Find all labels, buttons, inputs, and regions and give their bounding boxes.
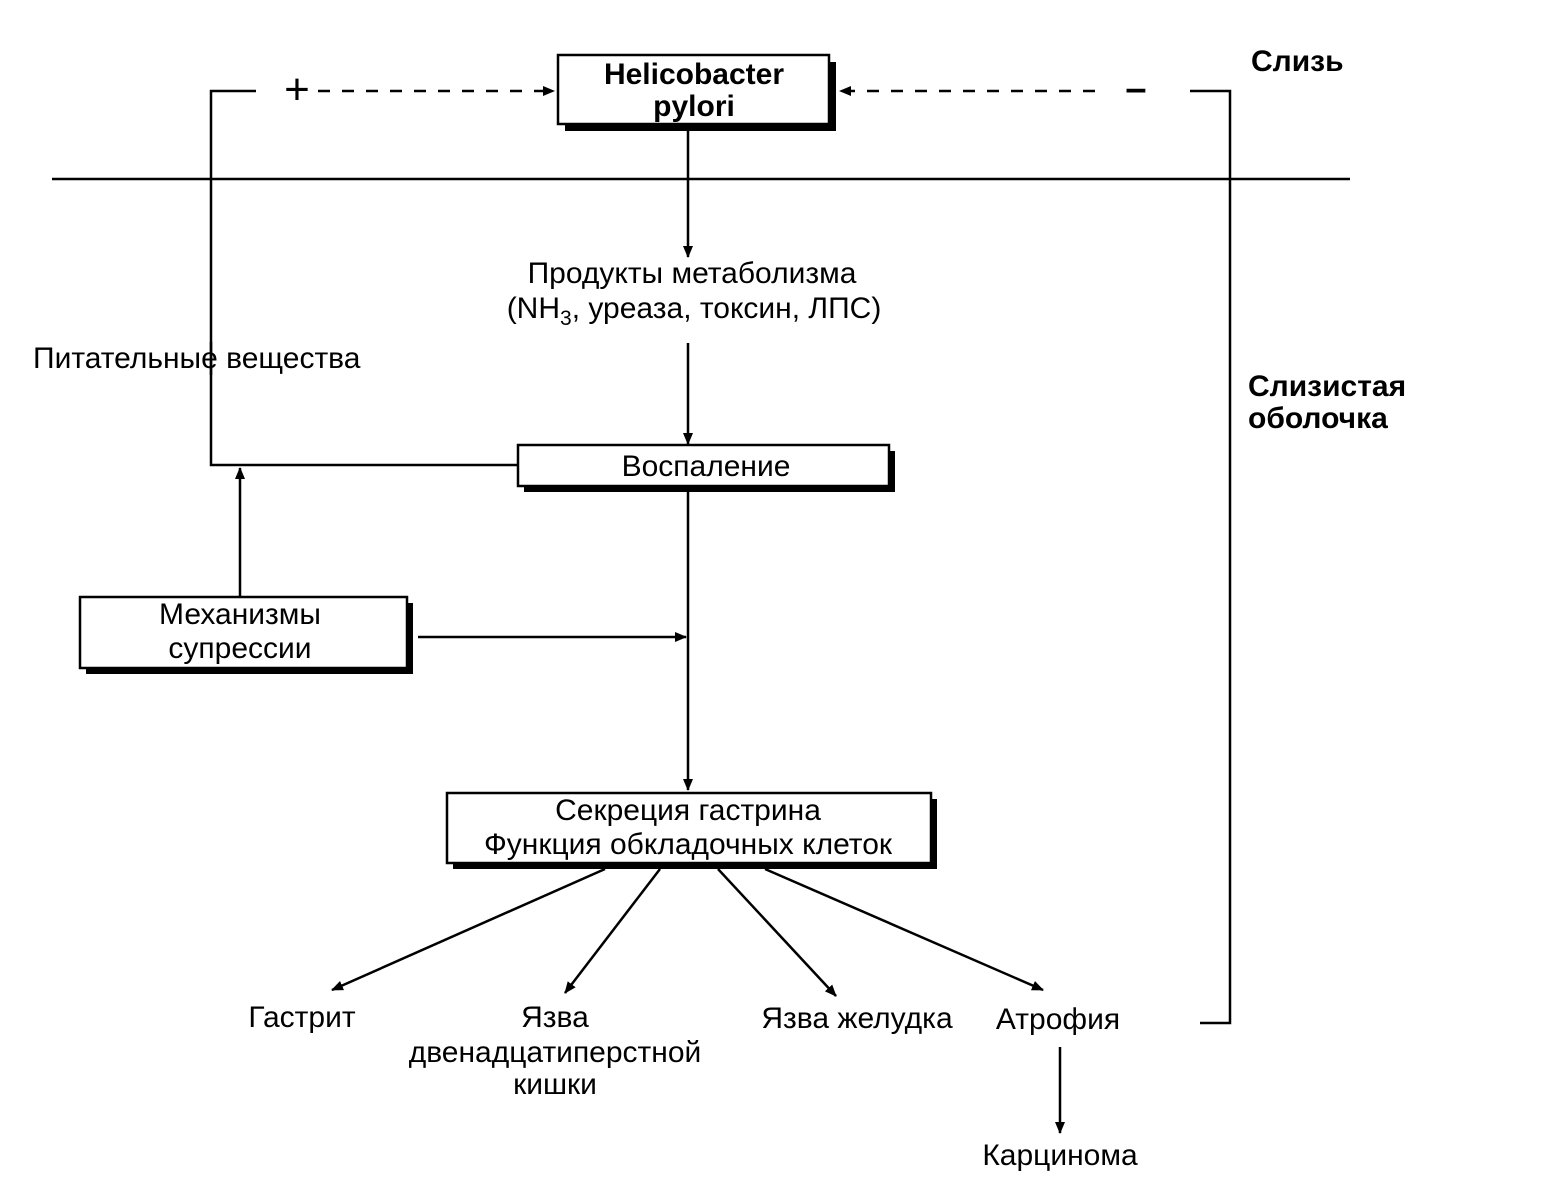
inflammation-label: Воспаление xyxy=(622,450,791,483)
duodenal-ulcer-label-line3: кишки xyxy=(513,1068,597,1101)
suppression-label-line2: супрессии xyxy=(168,632,311,665)
hp-label-line2: pylori xyxy=(653,90,735,123)
negative-feedback-loop-line xyxy=(1190,89,1232,1025)
gastric-ulcer-label: Язва желудка xyxy=(761,1002,953,1035)
plus-sign: + xyxy=(284,65,310,114)
suppression-box xyxy=(78,595,413,674)
gastrin-label-line1: Секреция гастрина xyxy=(555,794,821,827)
metabolism-line2-sub: 3 xyxy=(560,307,572,330)
gastritis-label: Гастрит xyxy=(248,1001,355,1034)
metabolism-label-line1: Продукты метаболизма xyxy=(528,257,857,290)
suppression-label-line1: Механизмы xyxy=(159,598,321,631)
metabolism-line2-pre: (NH xyxy=(507,292,560,325)
atrophy-label: Атрофия xyxy=(996,1003,1120,1036)
inflammation-box xyxy=(516,443,895,492)
minus-sign: – xyxy=(1125,68,1146,110)
metabolism-line2-post: , уреаза, токсин, ЛПС) xyxy=(572,292,882,325)
arrow-gastrin-to-gastric-ulcer xyxy=(717,868,837,997)
arrow-gastrin-to-gastritis xyxy=(331,867,606,992)
nutrients-feedback-loop-line-upper xyxy=(209,89,256,375)
gastrin-box xyxy=(445,791,937,869)
arrow-gastrin-to-duodenal-ulcer xyxy=(564,868,661,994)
duodenal-ulcer-label-line2: двенадцатиперстной xyxy=(409,1036,702,1069)
hp-box xyxy=(556,53,836,131)
metabolism-label-line2: (NH3, уреаза, токсин, ЛПС) xyxy=(507,292,882,330)
mucosa-layer-label-line2: оболочка xyxy=(1248,402,1388,435)
nutrients-feedback-loop-line xyxy=(209,342,518,467)
mucosa-layer-label-line1: Слизистая xyxy=(1248,370,1406,403)
nutrients-label: Питательные вещества xyxy=(33,342,361,375)
duodenal-ulcer-label-line1: Язва xyxy=(521,1001,589,1034)
gastrin-label-line2: Функция обкладочных клеток xyxy=(484,828,893,861)
hp-label-line1: Helicobacter xyxy=(604,58,784,91)
mucus-layer-label: Слизь xyxy=(1251,45,1344,78)
arrow-gastrin-to-atrophy xyxy=(764,867,1044,992)
carcinoma-label: Карцинома xyxy=(982,1139,1138,1172)
